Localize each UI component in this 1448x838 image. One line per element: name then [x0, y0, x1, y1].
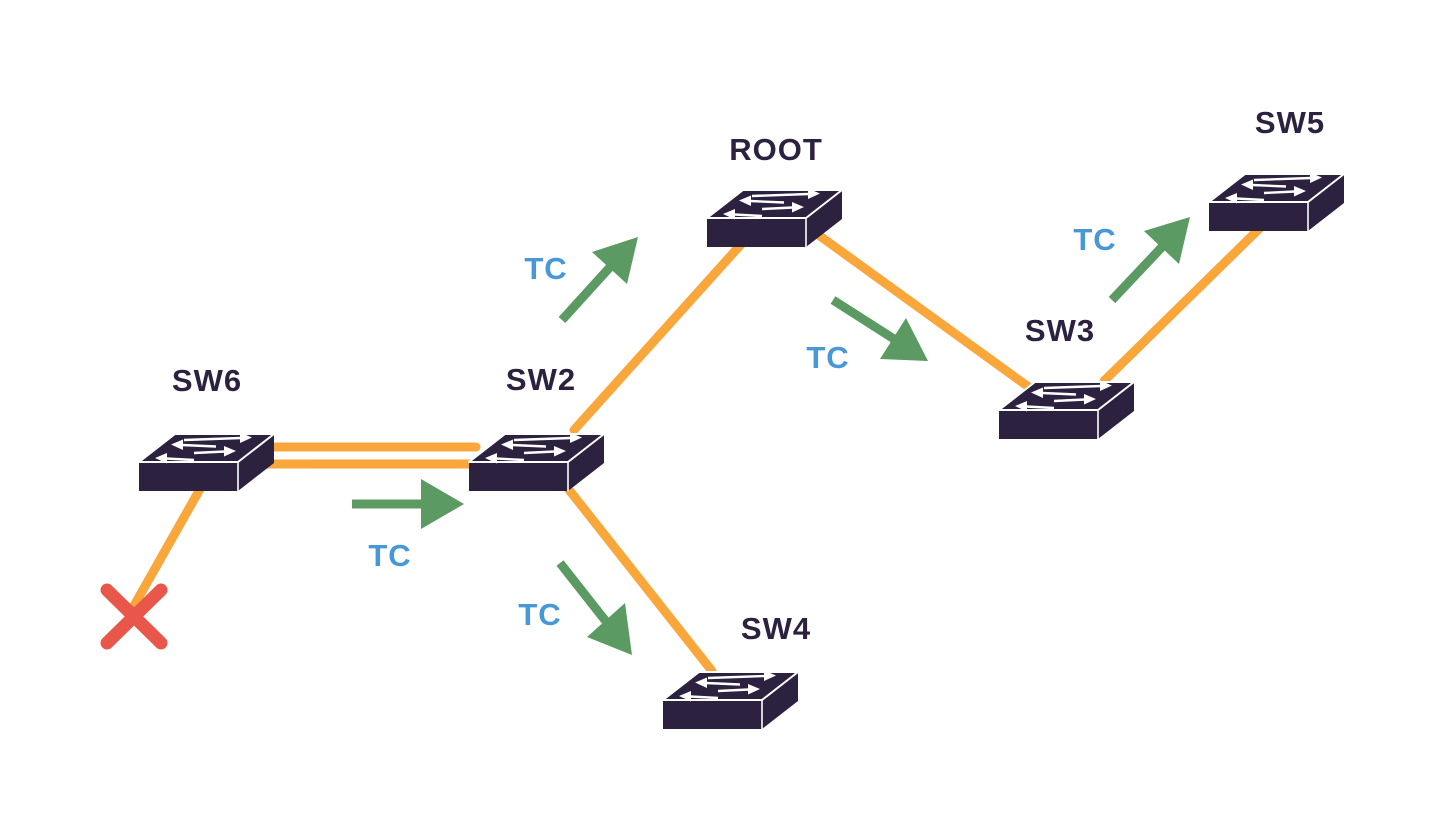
link-root-sw3 [808, 226, 1035, 393]
tc-arrow-sw6-sw2 [352, 479, 464, 529]
node-label-root: ROOT [729, 132, 823, 167]
node-label-sw2: SW2 [506, 362, 576, 397]
link-sw3-sw5 [1099, 221, 1267, 386]
link-sw2-sw4 [561, 481, 717, 676]
tc-label-sw6-sw2: TC [368, 538, 411, 573]
tc-label-sw2-sw4: TC [518, 597, 561, 632]
links-group [126, 221, 1267, 676]
tc-arrow-sw2-sw4 [556, 560, 632, 655]
tc-arrow-sw3-sw5 [1108, 217, 1190, 304]
tc-label-root-sw3: TC [806, 340, 849, 375]
link-sw2-root [569, 236, 749, 435]
switch-icon-sw6 [137, 431, 276, 493]
tc-label-sw2-root: TC [524, 251, 567, 286]
node-label-sw5: SW5 [1255, 105, 1325, 140]
tc-arrow-sw2-root [558, 237, 638, 324]
switch-icon-sw5 [1207, 171, 1346, 233]
node-label-sw3: SW3 [1025, 313, 1095, 348]
switch-icon-sw2 [467, 431, 606, 493]
tc-label-sw3-sw5: TC [1073, 222, 1116, 257]
link-failure-x-icon [100, 583, 168, 650]
switch-icon-sw4 [661, 669, 800, 731]
node-label-sw4: SW4 [741, 611, 811, 646]
switch-icon-sw3 [997, 379, 1136, 441]
link-sw6-failed [126, 484, 205, 616]
node-label-sw6: SW6 [172, 363, 242, 398]
tc-arrow-root-sw3 [830, 296, 928, 361]
